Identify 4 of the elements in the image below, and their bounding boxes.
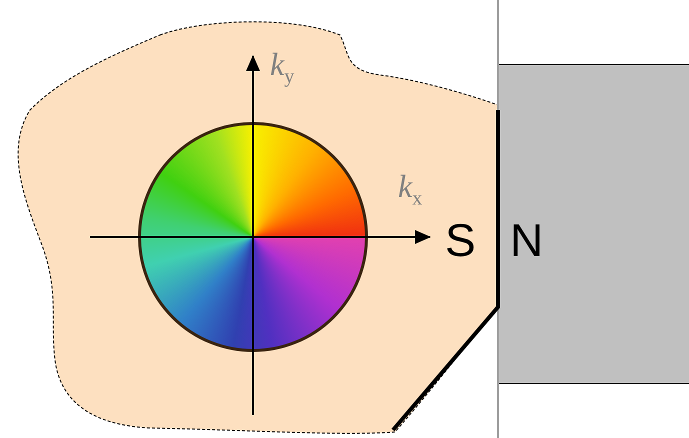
axis-label: k$_{y}$ <box>270 48 294 86</box>
region-label: S <box>445 217 476 263</box>
region-label: N <box>510 217 544 263</box>
axis-label: k$_{x}$ <box>398 170 422 208</box>
